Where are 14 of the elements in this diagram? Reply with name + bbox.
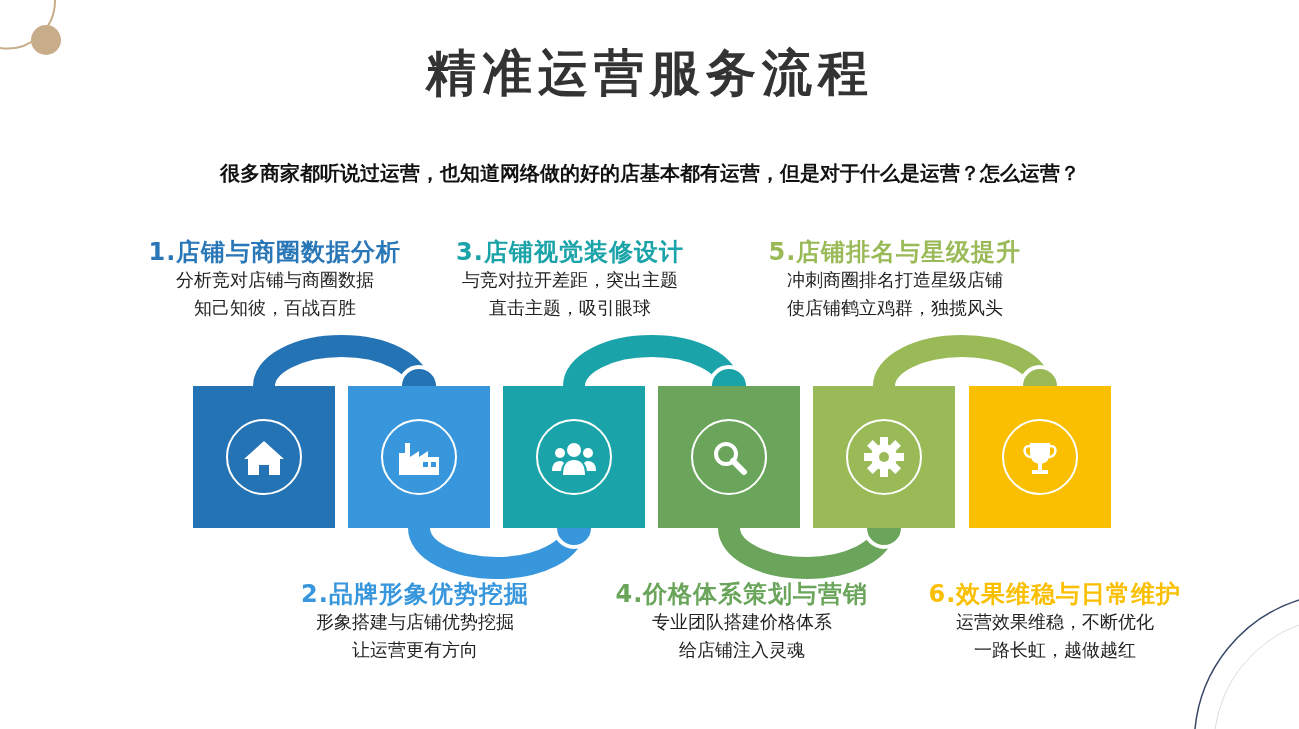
step-heading: 6.效果维稳与日常维护 xyxy=(928,579,1182,610)
step-description: 专业团队搭建价格体系给店铺注入灵魂 xyxy=(651,610,833,662)
step-description: 分析竞对店铺与商圈数据知己知彼，百战百胜 xyxy=(175,268,375,320)
title: 精准运营服务流程 xyxy=(424,43,875,104)
step-description: 冲刺商圈排名打造星级店铺使店铺鹤立鸡群，独揽风头 xyxy=(786,268,1004,320)
step-description: 运营效果维稳，不断优化一路长虹，越做越红 xyxy=(955,610,1155,662)
step-heading: 2.品牌形象优势挖掘 xyxy=(301,579,529,610)
step-heading: 3.店铺视觉装修设计 xyxy=(456,237,684,268)
step-heading: 1.店铺与商圈数据分析 xyxy=(148,237,402,268)
step-heading: 4.价格体系策划与营销 xyxy=(615,579,869,610)
subtitle: 很多商家都听说过运营，也知道网络做的好的店基本都有运营，但是对于什么是运营？怎么运营？ xyxy=(218,160,1081,187)
step-description: 形象搭建与店铺优势挖掘让运营更有方向 xyxy=(315,610,515,662)
step-heading: 5.店铺排名与星级提升 xyxy=(768,237,1022,268)
step-description: 与竞对拉开差距，突出主题直击主题，吸引眼球 xyxy=(461,268,679,320)
